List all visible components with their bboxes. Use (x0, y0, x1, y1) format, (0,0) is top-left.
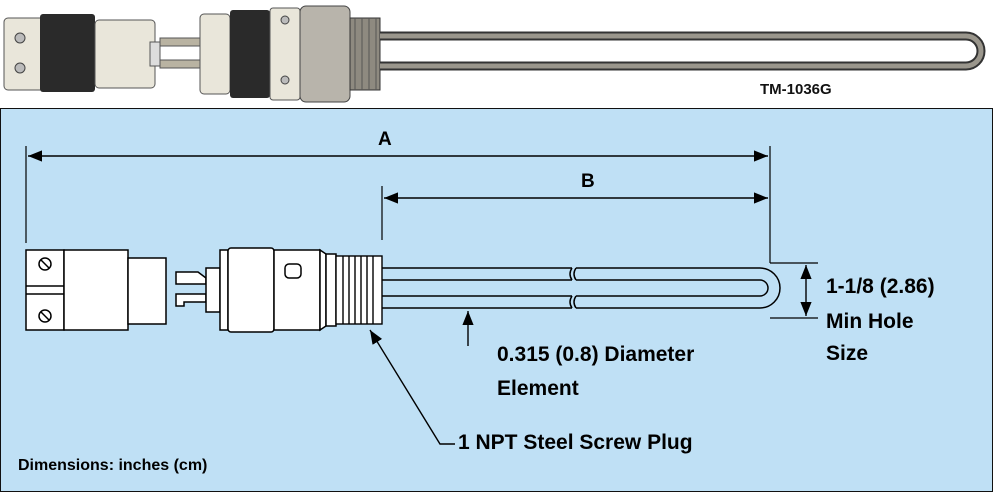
heating-element (382, 267, 781, 309)
plug-body (219, 247, 337, 333)
hole-size-line1: Min Hole (826, 310, 914, 333)
hole-size-value: 1-1/8 (2.86) (826, 275, 935, 298)
diameter-line1: 0.315 (0.8) Diameter (497, 343, 695, 366)
dimension-drawing (25, 146, 818, 445)
dimensions-note: Dimensions: inches (cm) (18, 457, 208, 474)
label-a: A (378, 129, 392, 150)
dimension-b-line (381, 186, 768, 240)
product-photo (3, 5, 986, 103)
dimension-a-line (25, 146, 771, 263)
photo-socket-connector (3, 14, 161, 92)
photo-prongs (159, 37, 201, 69)
plug-prongs (175, 267, 221, 313)
screw-plug (335, 255, 383, 325)
label-b: B (581, 171, 595, 192)
diameter-line2: Element (497, 377, 579, 400)
screw-plug-leader (369, 329, 455, 445)
part-code: TM-1036G (760, 81, 832, 98)
photo-heating-element (380, 31, 986, 71)
hole-size-line2: Size (826, 342, 869, 365)
photo-plug-body (199, 5, 381, 103)
socket-connector (25, 249, 167, 331)
hole-size-dimension (770, 262, 818, 319)
screw-plug-label: 1 NPT Steel Screw Plug (458, 431, 693, 454)
